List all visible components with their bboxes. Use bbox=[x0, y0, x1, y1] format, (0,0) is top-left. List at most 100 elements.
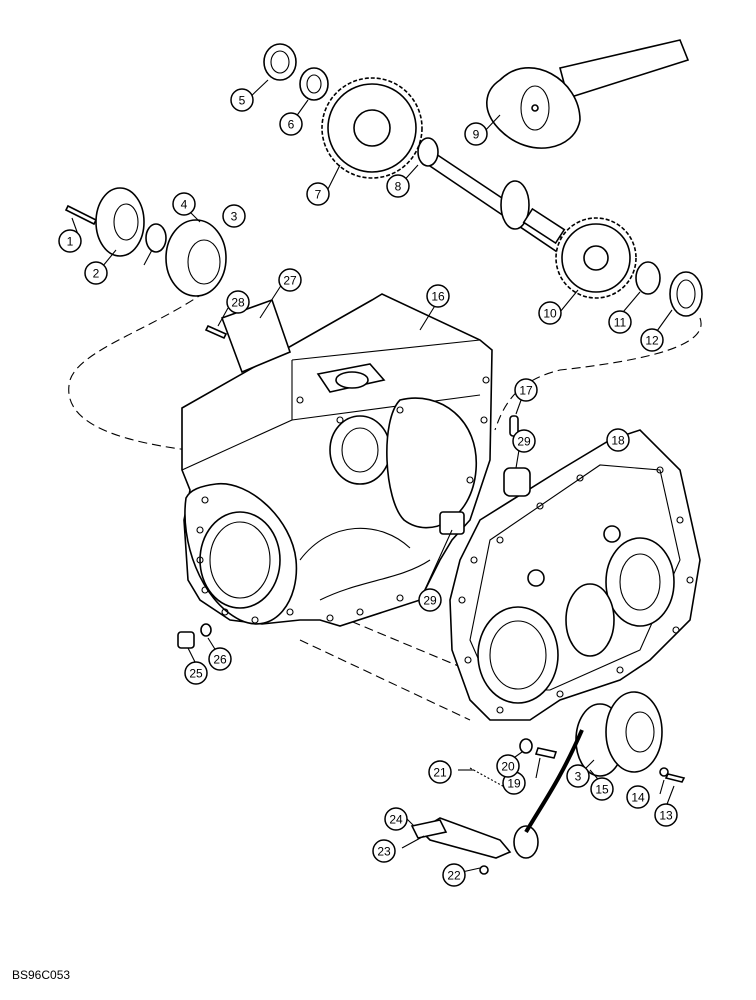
callout-circle bbox=[654, 803, 678, 827]
leader-lines bbox=[71, 79, 675, 873]
callout-8: 8 bbox=[386, 174, 410, 198]
bearing-cup-right bbox=[669, 271, 703, 317]
callout-circle bbox=[442, 863, 466, 887]
callout-4: 4 bbox=[172, 192, 196, 216]
callout-circle bbox=[428, 760, 452, 784]
callout-number: 27 bbox=[283, 274, 297, 288]
callout-3: 3 bbox=[566, 764, 590, 788]
callout-circle bbox=[496, 754, 520, 778]
washer-14 bbox=[659, 767, 669, 777]
callout-16: 16 bbox=[426, 284, 450, 308]
bearing-cone-right bbox=[635, 261, 661, 295]
callout-number: 29 bbox=[423, 594, 437, 608]
callout-number: 1 bbox=[67, 235, 74, 249]
callout-17: 17 bbox=[514, 378, 538, 402]
callout-1: 1 bbox=[58, 229, 82, 253]
callout-11: 11 bbox=[608, 310, 632, 334]
callout-circle bbox=[372, 839, 396, 863]
cover-plate bbox=[449, 429, 701, 721]
callout-circle bbox=[226, 290, 250, 314]
bushing-29-top bbox=[503, 467, 531, 497]
callout-circle bbox=[384, 807, 408, 831]
callout-number: 19 bbox=[507, 777, 521, 791]
callout-number: 6 bbox=[288, 118, 295, 132]
callout-25: 25 bbox=[184, 661, 208, 685]
callout-21: 21 bbox=[428, 760, 452, 784]
callout-number: 28 bbox=[231, 296, 245, 310]
cable bbox=[524, 729, 584, 834]
callout-2: 2 bbox=[84, 261, 108, 285]
bolt-19 bbox=[534, 747, 558, 759]
callout-23: 23 bbox=[372, 839, 396, 863]
callout-circle bbox=[418, 588, 442, 612]
callout-number: 11 bbox=[614, 316, 627, 330]
callout-circle bbox=[608, 310, 632, 334]
callout-24: 24 bbox=[384, 807, 408, 831]
callout-6: 6 bbox=[279, 112, 303, 136]
callout-number: 18 bbox=[611, 434, 625, 448]
ring-gear bbox=[321, 77, 423, 179]
callout-circle bbox=[279, 112, 303, 136]
callout-20: 20 bbox=[496, 754, 520, 778]
callout-circle bbox=[222, 204, 246, 228]
callout-number: 25 bbox=[189, 667, 203, 681]
callout-28: 28 bbox=[226, 290, 250, 314]
bolt-13 bbox=[664, 773, 686, 783]
retainer-15-with-shims-3 bbox=[575, 691, 663, 777]
callout-13: 13 bbox=[654, 803, 678, 827]
callout-27: 27 bbox=[278, 268, 302, 292]
callout-number: 12 bbox=[645, 334, 659, 348]
callout-circle bbox=[230, 88, 254, 112]
shims-3 bbox=[165, 219, 227, 297]
callout-number: 16 bbox=[431, 290, 445, 304]
cover-plate-27 bbox=[220, 298, 292, 374]
callout-circle bbox=[58, 229, 82, 253]
callout-number: 4 bbox=[181, 198, 188, 212]
o-ring-4 bbox=[145, 223, 167, 253]
bolt-1 bbox=[64, 204, 98, 226]
callout-26: 26 bbox=[208, 647, 232, 671]
figure-reference-code: BS96C053 bbox=[12, 968, 71, 982]
callout-circle bbox=[278, 268, 302, 292]
callout-number: 3 bbox=[575, 770, 582, 784]
callout-3: 3 bbox=[222, 204, 246, 228]
callout-29: 29 bbox=[512, 429, 536, 453]
callout-circle bbox=[172, 192, 196, 216]
callout-7: 7 bbox=[306, 182, 330, 206]
callout-number: 14 bbox=[631, 791, 645, 805]
callout-12: 12 bbox=[640, 328, 664, 352]
callout-circle bbox=[606, 428, 630, 452]
callout-number: 5 bbox=[239, 94, 246, 108]
callout-circle bbox=[590, 777, 614, 801]
callout-5: 5 bbox=[230, 88, 254, 112]
callout-number: 23 bbox=[377, 845, 391, 859]
callout-number: 13 bbox=[659, 809, 673, 823]
callout-circle bbox=[512, 429, 536, 453]
bevel-pinion-shaft bbox=[486, 39, 690, 149]
callout-number: 15 bbox=[595, 783, 609, 797]
bearing-cone-top bbox=[299, 67, 329, 101]
main-housing bbox=[181, 293, 493, 627]
callout-10: 10 bbox=[538, 301, 562, 325]
callout-9: 9 bbox=[464, 122, 488, 146]
o-ring-26 bbox=[200, 623, 212, 637]
drain-plug-25 bbox=[177, 631, 195, 649]
callout-number: 2 bbox=[93, 267, 100, 281]
bolt-28 bbox=[204, 324, 228, 340]
callout-circle bbox=[640, 328, 664, 352]
callout-circle bbox=[386, 174, 410, 198]
callout-circle bbox=[566, 764, 590, 788]
screw-22 bbox=[479, 865, 489, 875]
cover-bolt-holes bbox=[458, 444, 694, 714]
callout-circle bbox=[514, 378, 538, 402]
callout-number: 24 bbox=[389, 813, 403, 827]
callout-number: 21 bbox=[433, 766, 447, 780]
callout-number: 20 bbox=[501, 760, 515, 774]
callout-number: 22 bbox=[447, 869, 461, 883]
callout-number: 26 bbox=[213, 653, 227, 667]
callout-circle bbox=[208, 647, 232, 671]
spur-gear bbox=[555, 217, 637, 299]
callout-labels: 1234567891011121314151617181920212223242… bbox=[58, 88, 678, 887]
callout-circle bbox=[426, 284, 450, 308]
callout-circle bbox=[84, 261, 108, 285]
